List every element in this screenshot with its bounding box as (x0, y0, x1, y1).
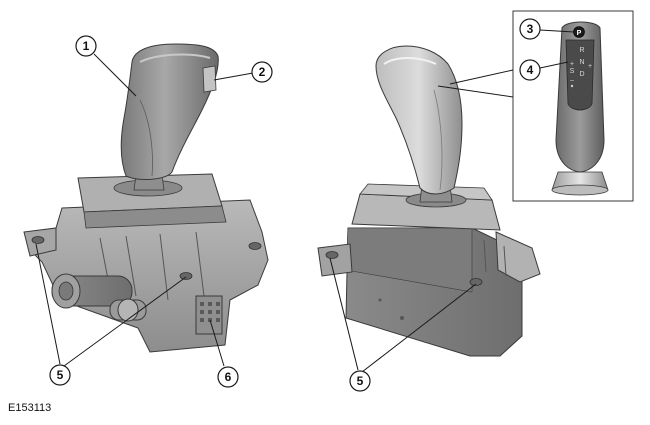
right-mount-ear-left (317, 243, 353, 277)
callout-5-left: 5 (57, 368, 64, 382)
inset-link-line (437, 85, 514, 98)
inset-plus-label: + (570, 61, 574, 68)
left-knob-side-button (202, 65, 217, 93)
inset-gear-r: R (579, 47, 584, 54)
callout-4: 4 (527, 63, 534, 77)
inset-panel: P R N D S + – + (512, 10, 634, 202)
right-shifter-assembly (317, 45, 541, 357)
right-shift-knob (375, 45, 463, 195)
figure-id: E153113 (8, 402, 52, 414)
inset-link-line-2 (449, 69, 514, 85)
inset-sport-label: S (570, 68, 575, 75)
callout-1: 1 (83, 39, 90, 53)
inset-gate-panel (565, 39, 595, 111)
inset-park-label: P (577, 30, 582, 37)
inset-gear-d: D (579, 71, 584, 78)
left-connector (195, 295, 223, 335)
left-shift-knob (120, 43, 219, 180)
left-shifter-assembly (23, 43, 269, 353)
callout-6: 6 (225, 370, 232, 384)
inset-gear-n: N (579, 59, 584, 66)
callout-5-right: 5 (357, 374, 364, 388)
callout-3: 3 (527, 22, 534, 36)
left-actuator (51, 273, 147, 322)
inset-right-plus: + (588, 63, 592, 70)
right-flange (495, 231, 541, 283)
inset-minus-label: – (570, 77, 574, 84)
callout-2: 2 (259, 65, 266, 79)
